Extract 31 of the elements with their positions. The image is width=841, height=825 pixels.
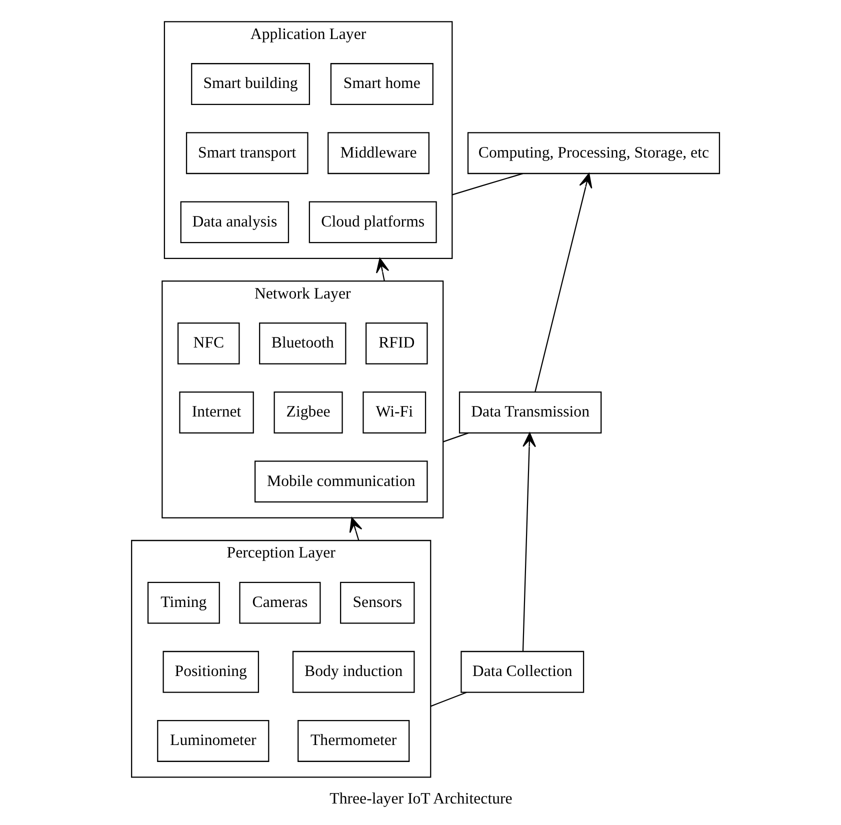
node-box: Body induction <box>292 650 414 693</box>
arrow <box>522 432 536 652</box>
caption: Three-layer IoT Architecture <box>329 790 512 808</box>
node-box: Timing <box>146 582 220 624</box>
node-box: Mobile communication <box>254 460 428 503</box>
node-box: Cloud platforms <box>308 201 436 244</box>
node-box: Sensors <box>340 582 414 624</box>
node-box: Smart transport <box>185 132 308 174</box>
node-box: Middleware <box>327 132 429 174</box>
node-box: Positioning <box>162 650 259 693</box>
node-box: Smart home <box>330 63 433 105</box>
arrow <box>534 173 592 392</box>
node-box: Data Collection <box>460 650 584 693</box>
connector <box>430 692 466 707</box>
node-box: Zigbee <box>273 392 342 434</box>
node-box: NFC <box>176 322 240 364</box>
connector <box>442 432 468 442</box>
node-box: Internet <box>178 392 254 434</box>
node-box: Cameras <box>238 582 320 624</box>
node-box: Wi-Fi <box>362 392 426 434</box>
node-box: Thermometer <box>297 720 410 762</box>
node-box: Luminometer <box>156 720 269 762</box>
node-box: Bluetooth <box>258 322 346 364</box>
node-box: Data Transmission <box>458 392 602 434</box>
node-box: RFID <box>365 322 428 364</box>
node-box: Data analysis <box>180 201 289 244</box>
arrow <box>375 258 389 282</box>
connector <box>451 173 522 196</box>
node-box: Smart building <box>190 63 310 105</box>
arrow <box>348 517 362 541</box>
node-box: Computing, Processing, Storage, etc <box>466 132 720 174</box>
